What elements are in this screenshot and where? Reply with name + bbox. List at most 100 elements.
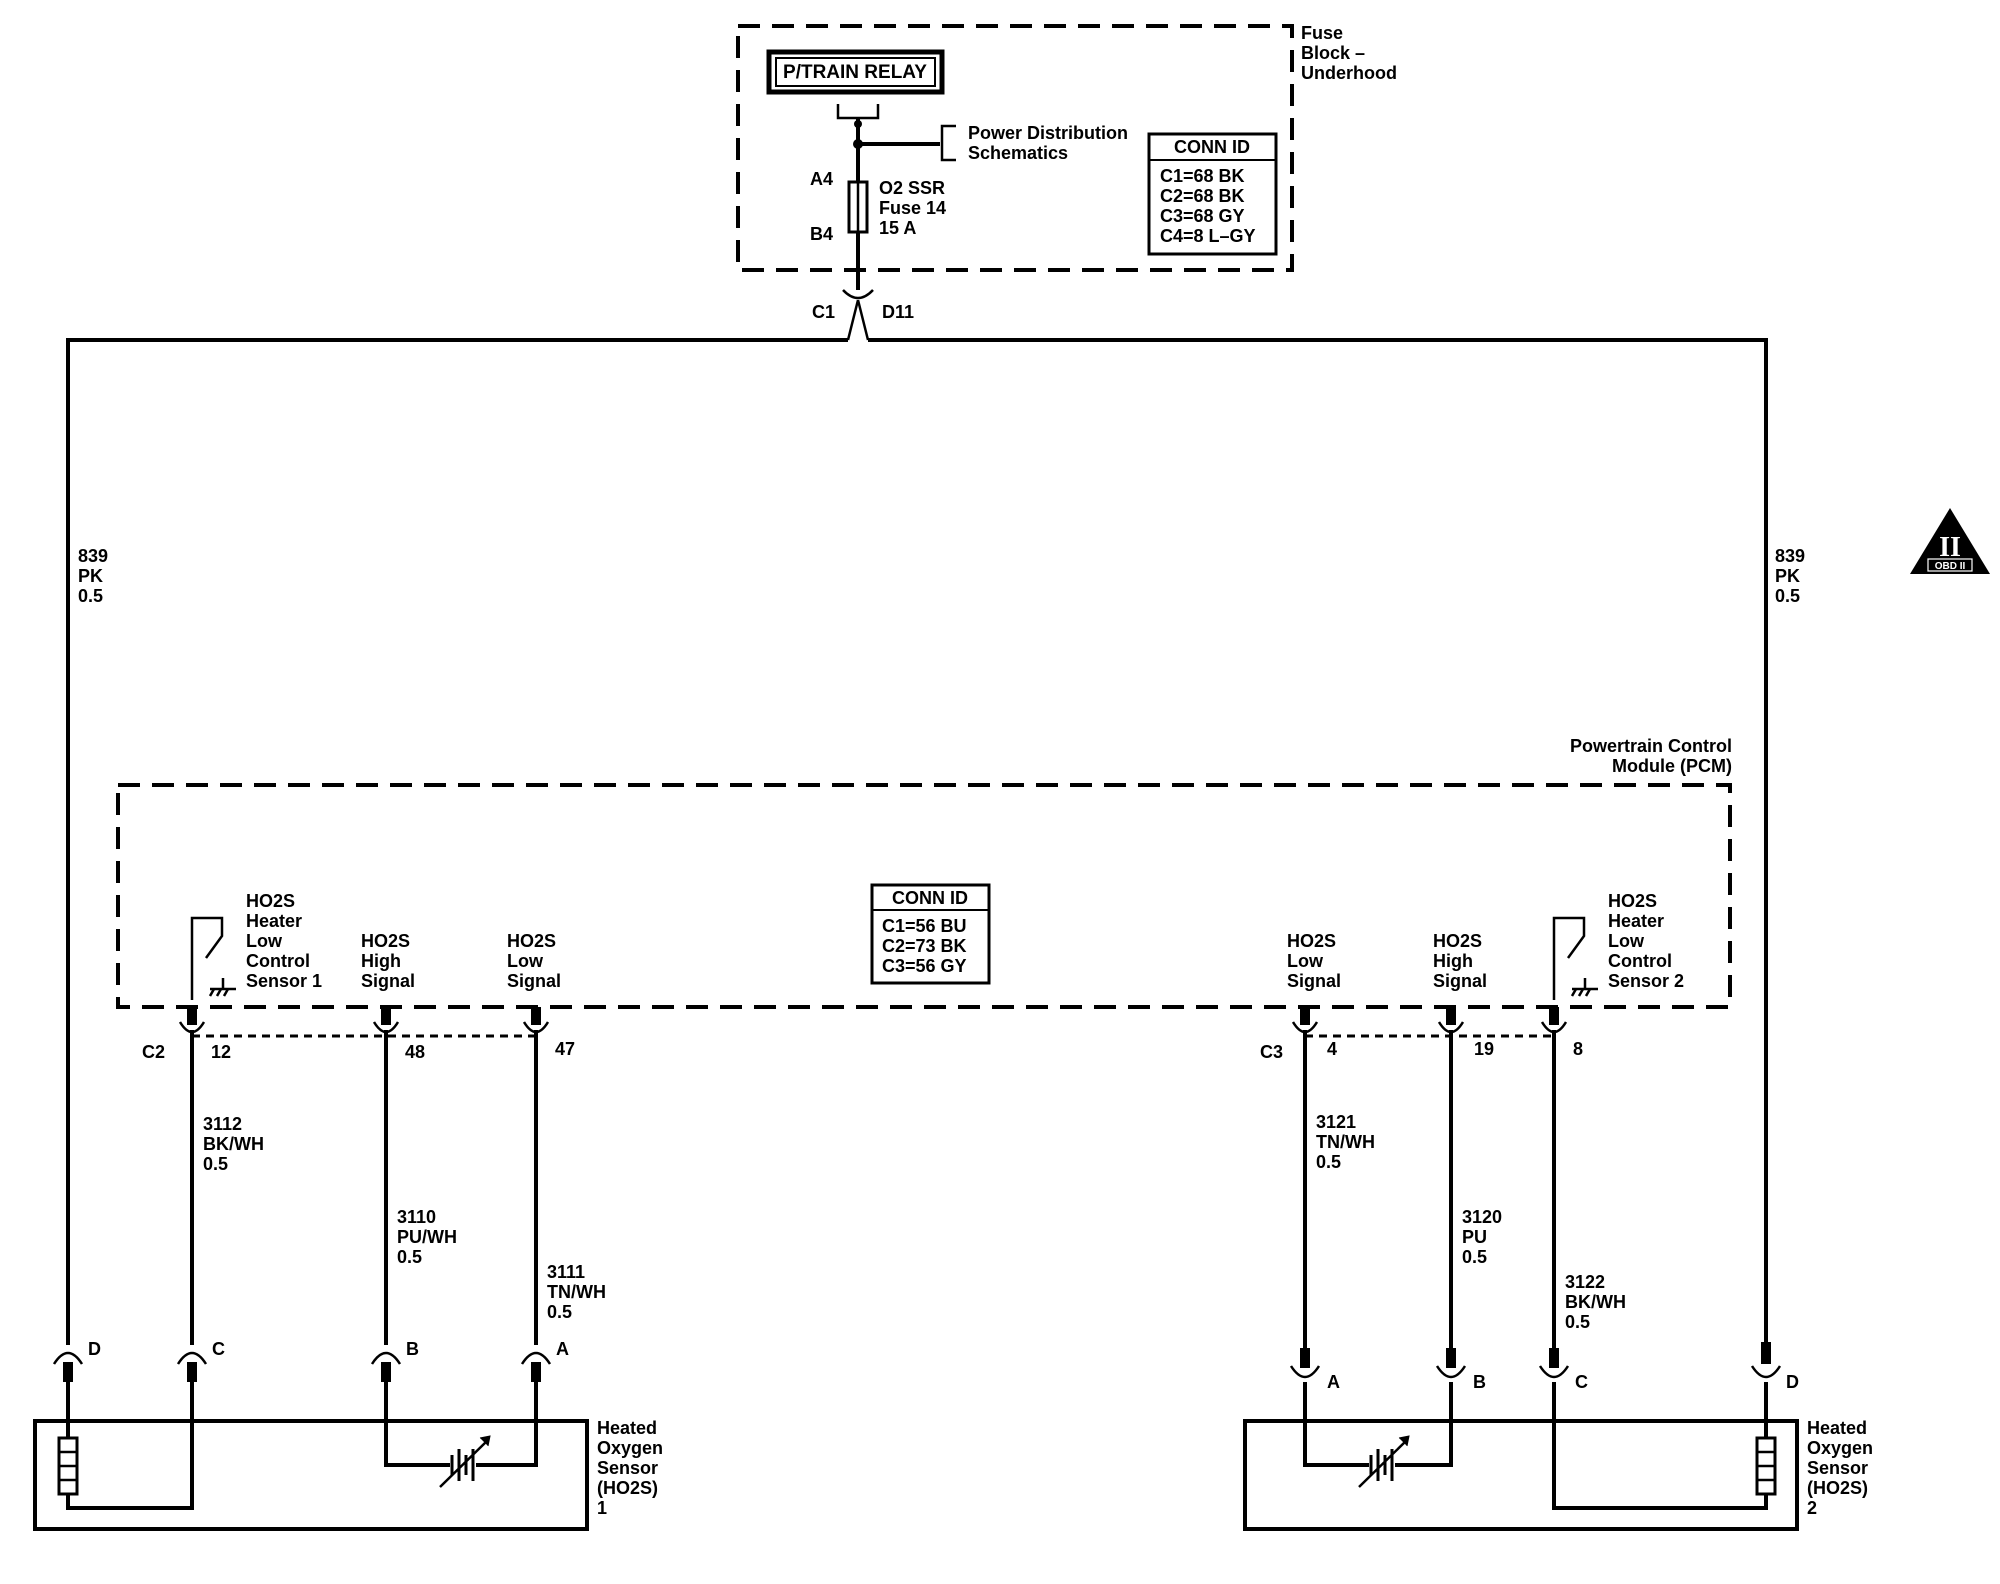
fuse-pin-a4: A4	[810, 169, 833, 189]
pin-number: 4	[1327, 1039, 1337, 1059]
sensor-2-connectors: A B C D	[1289, 1342, 1799, 1392]
fuse-block-underhood: Fuse Block – Underhood P/TRAIN RELAY Pow…	[736, 23, 1397, 290]
power-distribution-line-2: Schematics	[968, 143, 1068, 163]
pin-c3-8	[1540, 1007, 1568, 1034]
right-heater-label: HO2S Heater Low Control Sensor 2	[1608, 891, 1684, 991]
label-line: Sensor 1	[246, 971, 322, 991]
oxygen-sensing-element-icon	[1358, 1435, 1410, 1488]
pcm-conn-id-line: C2=73 BK	[882, 936, 967, 956]
fuse-label-line-3: 15 A	[879, 218, 916, 238]
wire-color: TN/WH	[1316, 1132, 1375, 1152]
wire-label-3121: 3121 TN/WH 0.5	[1316, 1112, 1375, 1172]
wire-circuit: 3122	[1565, 1272, 1605, 1292]
feed-wire-right	[868, 338, 1768, 1345]
sensor1-name-line: 1	[597, 1498, 607, 1518]
sensor1-pin-label: C	[212, 1339, 225, 1359]
left-heater-driver-switch	[190, 916, 236, 1000]
sensor1-name-line: Oxygen	[597, 1438, 663, 1458]
obd-ii-icon: II OBD II	[1910, 508, 1990, 574]
label-line: Heater	[1608, 911, 1664, 931]
connector-c1-label: C1	[812, 302, 835, 322]
pin-c2-47	[522, 1007, 550, 1034]
sensor-1-connectors: D C B A	[52, 1339, 569, 1382]
pin-number: 47	[555, 1039, 575, 1059]
obd-ii-numeral: II	[1939, 532, 1961, 563]
wire-gauge: 0.5	[1462, 1247, 1487, 1267]
wire-gauge: 0.5	[397, 1247, 422, 1267]
fuse-pin-b4: B4	[810, 224, 833, 244]
label-line: Signal	[1433, 971, 1487, 991]
pcm-connector-c3-label: C3	[1260, 1042, 1283, 1062]
sensor2-name-line: 2	[1807, 1498, 1817, 1518]
label-line: Sensor 2	[1608, 971, 1684, 991]
wire-color: TN/WH	[547, 1282, 606, 1302]
right-feed-wire-color: PK	[1775, 566, 1800, 586]
label-line: Signal	[361, 971, 415, 991]
wire-color: PU	[1462, 1227, 1487, 1247]
label-line: Heater	[246, 911, 302, 931]
fuse-block-name-line-1: Fuse	[1301, 23, 1343, 43]
connector-c1-d11: C1 D11	[812, 289, 914, 341]
pcm-module: Powertrain Control Module (PCM) CONN ID …	[116, 736, 1732, 1009]
relay-contact-symbol	[836, 104, 880, 120]
label-line: High	[1433, 951, 1473, 971]
pcm-name-line-2: Module (PCM)	[1612, 756, 1732, 776]
wire-color: PU/WH	[397, 1227, 457, 1247]
pcm-connector-c2: C2 12 48 47	[142, 1007, 575, 1062]
conn-id-line: C4=8 L–GY	[1160, 226, 1256, 246]
pin-c2-12	[178, 1007, 206, 1034]
wire-gauge: 0.5	[1565, 1312, 1590, 1332]
pcm-outline	[116, 783, 1732, 1009]
sensor-2: Heated Oxygen Sensor (HO2S) 2	[1243, 1382, 1873, 1531]
obd-ii-text: OBD II	[1935, 561, 1966, 572]
wire-gauge: 0.5	[547, 1302, 572, 1322]
wire-label-3111: 3111 TN/WH 0.5	[547, 1262, 606, 1322]
fuse-block-outline	[736, 24, 1294, 272]
pin-number: 48	[405, 1042, 425, 1062]
oxygen-sensing-element-icon	[439, 1435, 491, 1488]
pin-number: 8	[1573, 1039, 1583, 1059]
pin-sensor2-c	[1538, 1348, 1570, 1379]
fuse-block-name-line-3: Underhood	[1301, 63, 1397, 83]
label-line: HO2S	[1287, 931, 1336, 951]
wire-circuit: 3112	[203, 1114, 242, 1134]
left-high-signal-label: HO2S High Signal	[361, 931, 415, 991]
pin-number: 19	[1474, 1039, 1494, 1059]
label-line: Signal	[507, 971, 561, 991]
connector-d11-label: D11	[882, 302, 914, 322]
pin-sensor1-c	[176, 1351, 208, 1382]
feed-wire-left	[66, 338, 848, 1345]
sensor1-pin-label: B	[406, 1339, 419, 1359]
wire-circuit: 3111	[547, 1262, 585, 1282]
wire-color: BK/WH	[203, 1134, 264, 1154]
fuse-block-conn-id-table: CONN ID C1=68 BK C2=68 BK C3=68 GY C4=8 …	[1147, 132, 1278, 256]
pin-c3-4	[1291, 1007, 1319, 1034]
right-high-signal-label: HO2S High Signal	[1433, 931, 1487, 991]
pin-c3-19	[1437, 1007, 1465, 1034]
pcm-conn-id-line: C1=56 BU	[882, 916, 967, 936]
sensor2-name-line: (HO2S)	[1807, 1478, 1868, 1498]
power-distribution-line-1: Power Distribution	[968, 123, 1128, 143]
ptrain-relay: P/TRAIN RELAY	[766, 49, 945, 95]
label-line: Low	[507, 951, 544, 971]
pcm-connector-c2-label: C2	[142, 1042, 165, 1062]
left-feed-wire-color: PK	[78, 566, 103, 586]
sensor2-name-line: Oxygen	[1807, 1438, 1873, 1458]
sensor1-name-line: Sensor	[597, 1458, 658, 1478]
sensor-2-outline	[1243, 1419, 1799, 1531]
label-line: Low	[1287, 951, 1324, 971]
conn-id-line: C1=68 BK	[1160, 166, 1245, 186]
wire-label-3110: 3110 PU/WH 0.5	[397, 1207, 457, 1267]
sensor2-name-line: Heated	[1807, 1418, 1867, 1438]
sensor1-pin-label: A	[556, 1339, 569, 1359]
power-distribution-bracket	[940, 124, 956, 162]
pin-sensor2-b	[1435, 1348, 1467, 1379]
wire-label-3120: 3120 PU 0.5	[1462, 1207, 1502, 1267]
pcm-conn-id-table: CONN ID C1=56 BU C2=73 BK C3=56 GY	[870, 883, 991, 985]
pcm-connector-c3: C3 4 19 8	[1260, 1007, 1583, 1062]
label-line: HO2S	[361, 931, 410, 951]
sensor-1-outline	[33, 1419, 589, 1531]
pin-sensor1-d	[52, 1351, 84, 1382]
sensor2-name-line: Sensor	[1807, 1458, 1868, 1478]
conn-id-line: C3=68 GY	[1160, 206, 1245, 226]
